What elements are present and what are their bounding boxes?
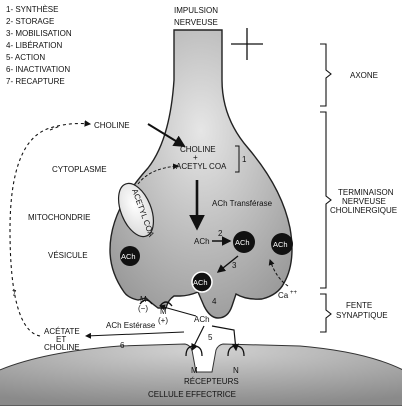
postsynaptic-receptor-m	[185, 345, 203, 357]
vesicle-left	[120, 246, 140, 266]
step-number-2: 2	[218, 229, 223, 238]
label-ach-vesicle-left: ACh	[121, 252, 136, 261]
label-acetate: ACÉTATE	[44, 327, 80, 336]
label-ach-vesicle-center: ACh	[235, 238, 250, 247]
label-ach-vesicle-right: ACh	[273, 240, 288, 249]
arrow-recapture-short	[49, 125, 61, 131]
title-line-2: NERVEUSE	[174, 18, 218, 27]
arrow-acetylcoa-transfer	[137, 163, 179, 185]
step-number-1: 1	[242, 155, 247, 164]
label-acetyl-coa: ACETYL COA	[176, 162, 227, 171]
label-ach-cleft: ACh	[194, 315, 210, 324]
postsynaptic-receptor-n	[227, 345, 245, 357]
presynaptic-receptor-minus	[139, 299, 153, 305]
bracket-fente	[320, 293, 332, 333]
bracket-terminaison	[320, 111, 332, 289]
vesicle-right	[271, 233, 293, 255]
label-ach-esterase: ACh Estérase	[106, 321, 156, 330]
mitochondrion	[117, 182, 155, 238]
legend-item: 6- INACTIVATION	[6, 65, 70, 74]
arrow-ach-to-m-minus	[159, 304, 197, 317]
legend-item: 1- SYNTHÈSE	[6, 5, 58, 14]
arrow-action-n	[211, 325, 239, 352]
label-receptor-n: N	[233, 366, 239, 375]
legend-item: 2- STORAGE	[6, 17, 54, 26]
zone-axone: AXONE	[350, 71, 378, 80]
label-receptor-m: M	[191, 366, 198, 375]
zone-terminaison-1: TERMINAISON	[338, 188, 394, 197]
legend-item: 3- MOBILISATION	[6, 29, 72, 38]
label-ach-transferase: ACh Transférase	[212, 199, 273, 208]
vesicle-center	[233, 231, 255, 253]
arrow-choline-uptake	[147, 123, 186, 148]
zone-terminaison-2: NERVEUSE	[342, 197, 386, 206]
zone-fente-2: SYNAPTIQUE	[336, 311, 388, 320]
label-m-minus-1: M	[140, 295, 147, 304]
bracket-synthesis	[235, 145, 240, 173]
vesicle-releasing	[191, 271, 213, 293]
label-cellule-effectrice: CELLULE EFFECTRICE	[148, 390, 236, 399]
label-m-plus-2: (+)	[158, 316, 168, 325]
zone-terminaison-3: CHOLINERGIQUE	[330, 206, 397, 215]
label-vesicule: VÉSICULE	[48, 251, 88, 260]
label-plus: +	[193, 153, 198, 162]
arrow-calcium	[268, 259, 289, 287]
label-choline-inside: CHOLINE	[180, 145, 216, 154]
legend-item: 4- LIBÉRATION	[6, 41, 63, 50]
title-line-1: IMPULSION	[174, 6, 218, 15]
label-ach-vesicle-releasing: ACh	[193, 278, 208, 287]
label-choline-product: CHOLINE	[44, 343, 80, 352]
legend-item: 5- ACTION	[6, 53, 45, 62]
legend: 1- SYNTHÈSE 2- STORAGE 3- MOBILISATION 4…	[6, 5, 72, 86]
arrow-recapture	[9, 120, 92, 337]
arrow-inactivation	[85, 331, 185, 339]
bracket-axone	[320, 43, 332, 107]
zone-fente-1: FENTE	[346, 301, 372, 310]
effector-cell	[0, 343, 402, 406]
label-mitochondrie: MITOCHONDRIE	[28, 213, 91, 222]
label-m-minus-2: (−)	[138, 304, 148, 313]
label-calcium: Ca	[278, 291, 289, 300]
legend-item: 7- RECAPTURE	[6, 77, 65, 86]
arrow-mobilisation	[216, 255, 239, 273]
label-cytoplasme: CYTOPLASME	[52, 165, 107, 174]
step-number-6: 6	[120, 341, 125, 350]
label-m-plus-1: M	[160, 307, 167, 316]
step-number-5: 5	[208, 333, 213, 342]
label-ach-free: ACh	[194, 237, 210, 246]
label-et: ET	[56, 335, 66, 344]
step-number-3: 3	[232, 261, 237, 270]
step-number-7: 7	[12, 289, 17, 298]
label-choline-outside: CHOLINE	[94, 121, 130, 130]
label-calcium-charge: ++	[290, 290, 298, 296]
label-recepteurs: RÉCEPTEURS	[184, 377, 239, 386]
step-number-4: 4	[212, 297, 217, 306]
